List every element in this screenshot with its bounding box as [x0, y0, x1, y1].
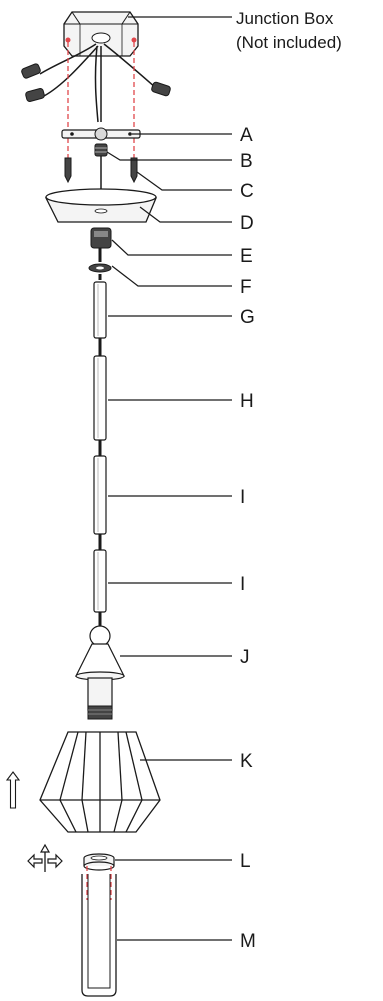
part-a-crossbar [61, 127, 141, 141]
supply-wires [39, 43, 157, 123]
label-c: C [240, 181, 254, 202]
wire-connectors [21, 63, 171, 102]
part-k-geometric-shade [39, 731, 161, 833]
label-i-upper: I [240, 487, 245, 508]
label-e: E [240, 246, 253, 267]
part-e-collar [90, 227, 112, 249]
part-f-washer [88, 263, 112, 273]
label-f: F [240, 277, 252, 298]
part-l-locking-ring [83, 853, 115, 871]
part-j-socket-cup [75, 625, 125, 720]
part-b-nipple [94, 143, 108, 157]
part-m-glass-cylinder [81, 874, 117, 997]
label-a: A [240, 125, 253, 146]
label-j: J [240, 647, 250, 668]
label-g: G [240, 307, 255, 328]
callout-lines [106, 16, 232, 941]
part-g-stem-rod [93, 281, 107, 339]
lift-arrow-icon [5, 771, 21, 809]
junction-box-label: Junction Box [236, 9, 334, 28]
label-h: H [240, 391, 254, 412]
part-i-stem-rod-upper [93, 455, 107, 535]
part-h-stem-rod [93, 355, 107, 441]
rotate-arrow-icon [27, 843, 63, 872]
part-i-stem-rod-lower [93, 549, 107, 613]
label-d: D [240, 213, 254, 234]
part-d-canopy [44, 188, 157, 223]
junction-box [63, 11, 139, 57]
label-l: L [240, 851, 251, 872]
glass-guide-lines [86, 866, 112, 900]
label-m: M [240, 931, 256, 952]
label-k: K [240, 751, 253, 772]
mounting-guide-lines [67, 42, 135, 160]
junction-box-note: (Not included) [236, 33, 342, 52]
label-i-lower: I [240, 574, 245, 595]
label-b: B [240, 151, 253, 172]
part-c-screws [64, 157, 138, 184]
